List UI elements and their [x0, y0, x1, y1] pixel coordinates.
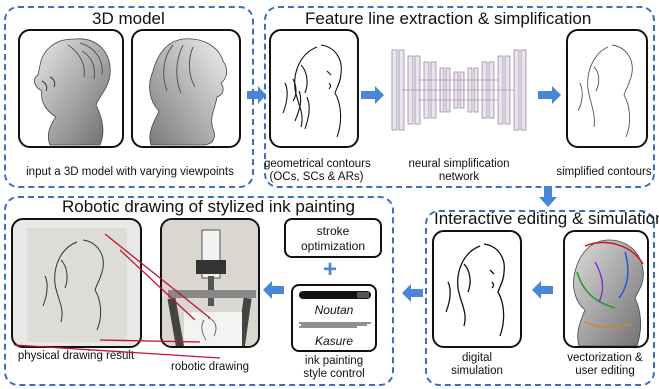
- model-view-2: [131, 29, 241, 148]
- bust-render-1: [34, 38, 111, 146]
- panel-title-3d-model: 3D model: [92, 9, 165, 28]
- noutan-label: Noutan: [314, 303, 354, 317]
- caption-neural-network-2: network: [438, 171, 480, 183]
- contour-sketch: [282, 44, 342, 138]
- arrow-left-icon: [402, 284, 423, 302]
- panel-interactive-editing: [425, 210, 655, 386]
- kasure-label: Kasure: [314, 334, 354, 348]
- plus-sign: +: [323, 256, 338, 283]
- caption-geometric-contours-1: geometrical contours: [264, 158, 371, 170]
- kasure-stroke-sample: [299, 322, 371, 328]
- caption-simplified-contours: simplified contours: [556, 166, 652, 178]
- digital-simulation-box: [432, 230, 522, 348]
- bust-render-2: [149, 38, 227, 146]
- ink-style-box: Noutan Kasure: [291, 284, 377, 352]
- network-layers: [391, 49, 527, 131]
- panel-title-interactive-editing: Interactive editing & simulation: [434, 209, 659, 228]
- robot-photo-box: [160, 218, 260, 348]
- arrow-right-icon: [247, 86, 266, 104]
- arrow-right-icon: [538, 86, 561, 104]
- stroke-optimization-label-2: optimization: [300, 239, 366, 253]
- geometric-contours-box: [269, 29, 359, 148]
- robot-arm-photo: [162, 220, 258, 346]
- panel-robotic-drawing: [4, 196, 394, 386]
- stroke-optimization-box: stroke optimization: [284, 218, 382, 258]
- caption-ink-style-1: ink painting: [304, 355, 364, 367]
- panel-title-robotic-drawing: Robotic drawing of stylized ink painting: [62, 197, 355, 216]
- arrow-down-icon: [539, 186, 557, 207]
- caption-vectorization-1: vectorization &: [567, 352, 643, 364]
- caption-geometric-contours-2: (OCs, SCs & ARs): [269, 171, 364, 183]
- caption-digital-1: digital: [461, 352, 493, 364]
- panel-feature-extraction: [264, 6, 655, 188]
- caption-digital-2: simulation: [451, 365, 503, 377]
- physical-drawing-box: [11, 218, 142, 348]
- caption-input-model: input a 3D model with varying viewpoints: [26, 166, 234, 178]
- neural-network-diagram: [388, 40, 528, 140]
- arrow-right-icon: [361, 86, 384, 104]
- simplified-sketch: [577, 44, 633, 138]
- arrow-left-icon: [263, 281, 284, 299]
- caption-neural-network-1: neural simplification: [408, 158, 510, 170]
- stroke-optimization-label-1: stroke: [316, 224, 350, 238]
- arrow-left-icon: [532, 281, 553, 299]
- caption-robotic-drawing: robotic drawing: [171, 361, 249, 373]
- vectorization-box: [563, 230, 649, 348]
- digital-simulation-sketch: [445, 243, 505, 337]
- vectorization-render: [573, 239, 644, 346]
- simplified-contours-box: [566, 29, 648, 148]
- panel-title-feature-extraction: Feature line extraction & simplification: [305, 9, 592, 28]
- model-view-1: [18, 29, 124, 148]
- caption-physical-result: physical drawing result: [17, 350, 135, 362]
- caption-ink-style-2: style control: [303, 368, 365, 380]
- physical-drawing-photo: [27, 228, 127, 342]
- noutan-stroke-sample: [299, 291, 371, 299]
- caption-vectorization-2: user editing: [575, 365, 635, 377]
